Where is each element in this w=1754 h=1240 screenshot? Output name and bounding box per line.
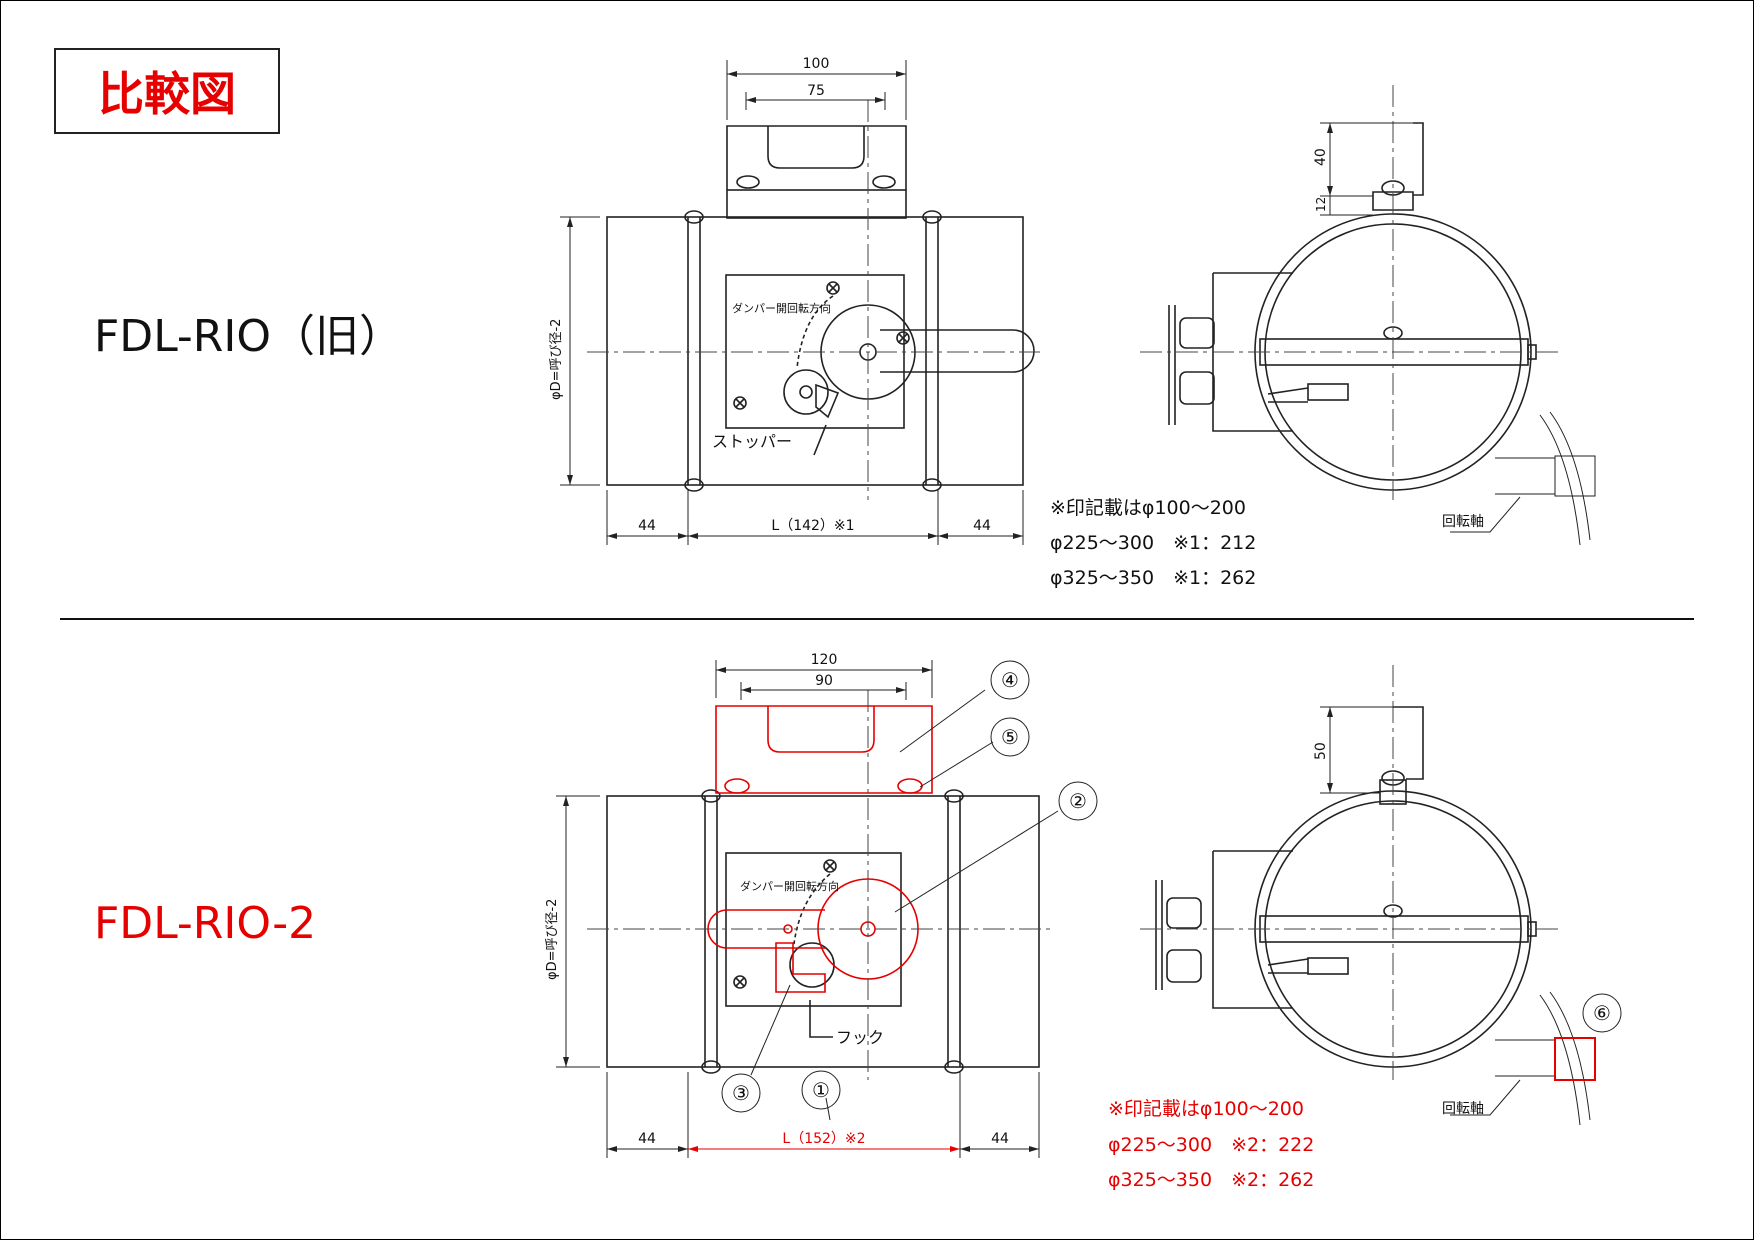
old-front-view xyxy=(606,125,1035,492)
old-note-line2: φ225〜300 ※1：212 xyxy=(1050,532,1256,554)
callout-5: ⑤ xyxy=(1001,725,1019,749)
old-dim-left: 44 xyxy=(638,518,656,534)
new-note-line1: ※印記載はφ100〜200 xyxy=(1108,1098,1304,1120)
old-dim-right: 44 xyxy=(973,518,991,534)
new-side-dim-top: 50 xyxy=(1313,742,1329,760)
old-note-line1: ※印記載はφ100〜200 xyxy=(1050,497,1246,519)
new-dim-diameter: φD=呼び径-2 xyxy=(545,899,560,980)
old-dim-top-outer: 100 xyxy=(803,56,830,72)
old-dim-top-inner: 75 xyxy=(807,83,825,99)
old-direction-label: ダンパー開回転方向 xyxy=(732,301,831,315)
new-dim-left: 44 xyxy=(638,1131,656,1147)
old-shaft-label: 回転軸 xyxy=(1442,514,1484,530)
new-direction-label: ダンパー開回転方向 xyxy=(740,879,839,893)
old-side-view xyxy=(1168,122,1537,491)
new-note-line2: φ225〜300 ※2：222 xyxy=(1108,1134,1314,1156)
new-hook-label: フック xyxy=(836,1028,884,1047)
old-dim-length: L（142）※1 xyxy=(771,518,854,534)
old-stopper-label: ストッパー xyxy=(712,432,792,451)
callout-2: ② xyxy=(1069,789,1087,813)
old-dim-diameter: φD=呼び径-2 xyxy=(549,319,564,400)
new-side-view xyxy=(1155,706,1537,1068)
old-side-dim-top: 40 xyxy=(1313,148,1329,166)
new-front-view xyxy=(606,789,1040,1074)
page-title: 比較図 xyxy=(54,48,280,134)
new-shaft-label: 回転軸 xyxy=(1442,1101,1484,1117)
old-note-line3: φ325〜350 ※1：262 xyxy=(1050,567,1256,589)
new-note-line3: φ325〜350 ※2：262 xyxy=(1108,1169,1314,1191)
new-highlighted-parts xyxy=(707,705,933,993)
model-label-new: FDL-RIO-2 xyxy=(94,898,317,949)
callout-1: ① xyxy=(812,1078,830,1102)
callout-6: ⑥ xyxy=(1593,1001,1611,1025)
new-dim-top-outer: 120 xyxy=(811,652,838,668)
new-dim-top-inner: 90 xyxy=(815,673,833,689)
new-dim-right: 44 xyxy=(991,1131,1009,1147)
old-side-dim-small: 12 xyxy=(1314,197,1328,212)
model-label-old: FDL-RIO（旧） xyxy=(94,311,403,362)
callout-3: ③ xyxy=(732,1081,750,1105)
new-dim-length: L（152）※2 xyxy=(782,1131,865,1147)
new-shaft-cap xyxy=(1554,1037,1596,1081)
callout-4: ④ xyxy=(1001,668,1019,692)
